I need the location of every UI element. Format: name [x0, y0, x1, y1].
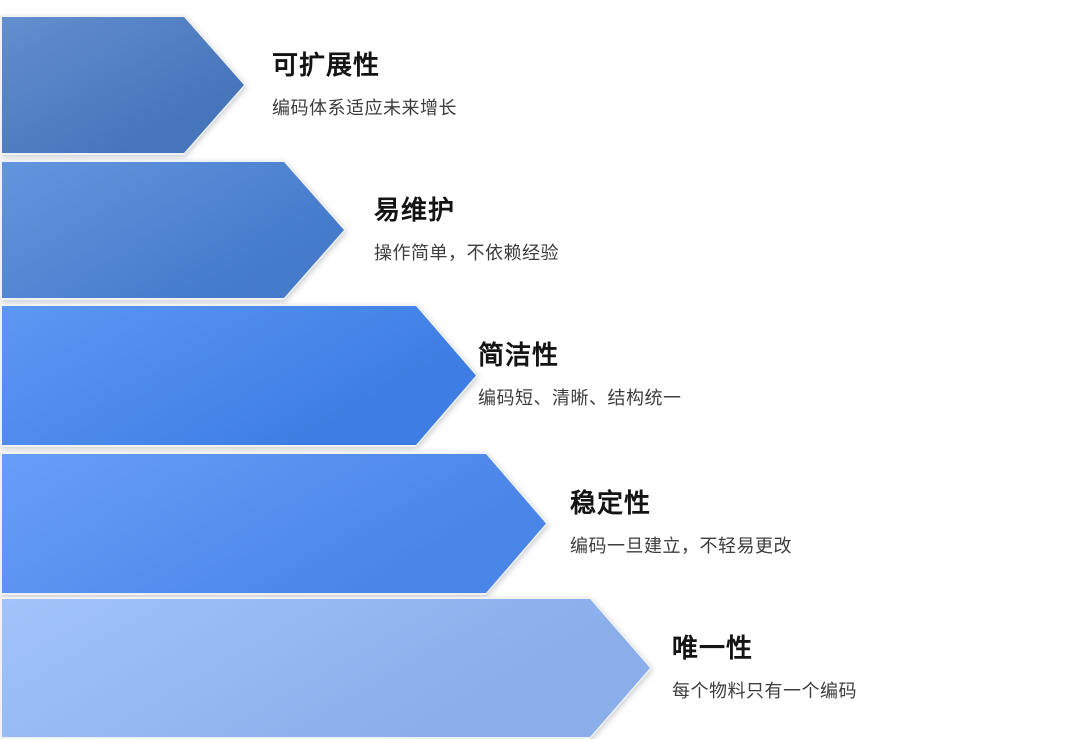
principle-row-maintainability: 易维护 操作简单，不依赖经验 [0, 160, 1068, 300]
principle-row-scalability: 可扩展性 编码体系适应未来增长 [0, 15, 1068, 155]
principle-row-simplicity: 简洁性 编码短、清晰、结构统一 [0, 304, 1068, 447]
principle-description: 操作简单，不依赖经验 [374, 242, 559, 263]
arrow-shape [0, 15, 246, 155]
arrow-fill [2, 454, 546, 593]
principle-description: 每个物料只有一个编码 [672, 680, 857, 701]
principle-description: 编码一旦建立，不轻易更改 [570, 536, 792, 557]
principle-title: 可扩展性 [272, 49, 381, 80]
principle-description: 编码短、清晰、结构统一 [478, 388, 682, 409]
principle-text: 稳定性 编码一旦建立，不轻易更改 [570, 452, 792, 595]
arrow-shape [0, 452, 548, 595]
arrow-fill [2, 162, 344, 298]
arrow-shape [0, 160, 346, 300]
principle-title: 简洁性 [478, 340, 560, 371]
principle-text: 唯一性 每个物料只有一个编码 [672, 597, 857, 739]
principle-row-stability: 稳定性 编码一旦建立，不轻易更改 [0, 452, 1068, 595]
principle-title: 稳定性 [570, 488, 652, 519]
arrow-fill [2, 17, 244, 153]
arrow-shape [0, 597, 652, 739]
principle-title: 易维护 [374, 194, 456, 225]
principle-text: 可扩展性 编码体系适应未来增长 [272, 15, 457, 155]
principle-text: 易维护 操作简单，不依赖经验 [374, 160, 559, 300]
principle-row-uniqueness: 唯一性 每个物料只有一个编码 [0, 597, 1068, 739]
arrow-fill [2, 306, 476, 445]
principle-title: 唯一性 [672, 632, 754, 663]
arrow-shape [0, 304, 478, 447]
principle-text: 简洁性 编码短、清晰、结构统一 [478, 304, 682, 447]
arrow-fill [2, 599, 650, 737]
principle-description: 编码体系适应未来增长 [272, 97, 457, 118]
